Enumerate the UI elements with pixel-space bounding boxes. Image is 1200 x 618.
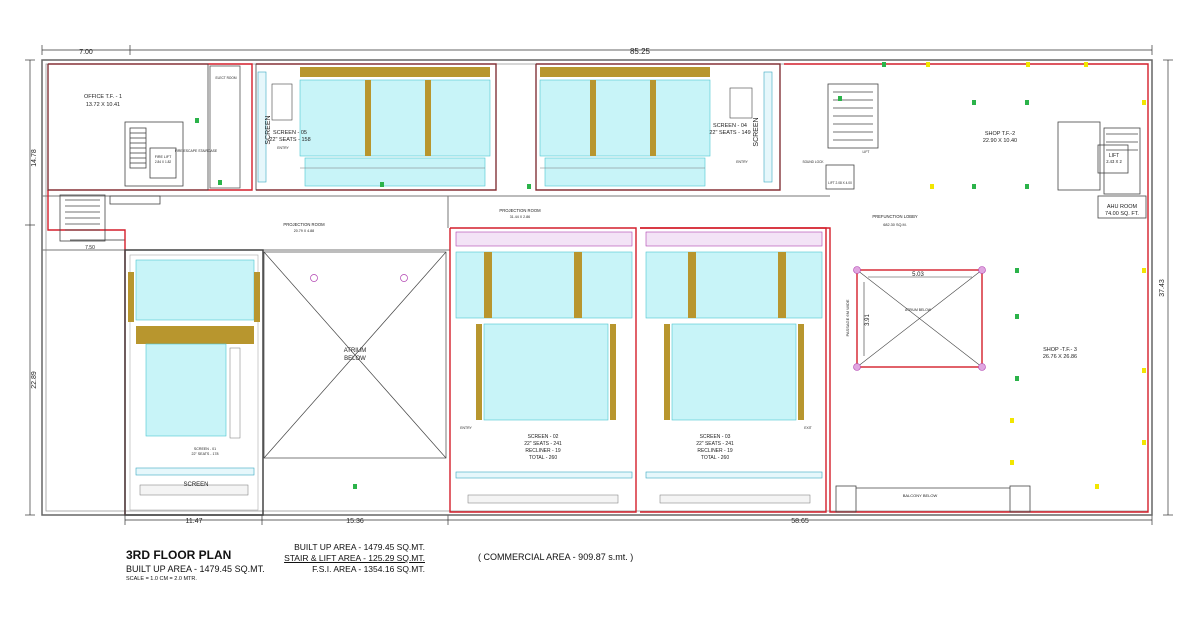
lift-size: 2.43 X 2 — [1106, 159, 1122, 164]
screen05-name: SCREEN - 05 — [273, 130, 307, 136]
screen02-recliner: RECLINER - 19 — [525, 448, 561, 454]
screen05-screen-label: SCREEN — [265, 115, 272, 144]
screen03-exit: EXIT — [804, 426, 812, 430]
dim-side-small: 7.50 — [85, 245, 95, 251]
screen05-top-rows — [300, 67, 490, 77]
screen05-seating — [299, 79, 491, 157]
dim-bottom-c: 58.65 — [791, 518, 809, 525]
office-name: OFFICE T.F. - 1 — [84, 94, 122, 100]
dim-top-total: 85.25 — [630, 47, 651, 56]
screen01-hall-wall — [124, 249, 264, 516]
screen05-seats: 22" SEATS - 158 — [269, 137, 310, 143]
prefunction-name: PREFUNCTION LOBBY — [872, 214, 918, 219]
shop2-name: SHOP T.F.-2 — [985, 131, 1015, 137]
small-lift-label: LIFT — [863, 150, 870, 154]
dim-bottom-b: 15.36 — [346, 518, 364, 525]
elect-room-label: ELECT ROOM — [215, 76, 236, 80]
screen04-name: SCREEN - 04 — [713, 123, 747, 129]
shop2-size: 22.90 X 10.40 — [983, 138, 1017, 144]
atrium-label-2: BELOW — [344, 356, 366, 362]
screen04-screen-label: SCREEN — [753, 117, 760, 146]
office-size: 13.72 X 10.41 — [86, 102, 120, 108]
ahu-name: AHU ROOM — [1107, 204, 1138, 210]
screen02-seats: 22" SEATS - 241 — [524, 441, 562, 447]
balcony-label: BALCONY BELOW — [903, 493, 938, 498]
dimension-lines — [25, 45, 1173, 525]
projection-room-b-size: 31.44 X 2.86 — [510, 215, 530, 219]
office-tf1 — [47, 63, 241, 242]
screen05-hall — [255, 63, 497, 191]
screen03-recliner: RECLINER - 19 — [697, 448, 733, 454]
screen04-entry: ENTRY — [736, 160, 748, 164]
atrium-height: 3.91 — [865, 314, 871, 326]
shop3-size: 26.76 X 26.86 — [1043, 354, 1077, 360]
screen02-rear-seating — [483, 323, 609, 421]
ahu-area: 74.00 SQ. FT. — [1105, 211, 1139, 217]
screen03-front-seating — [645, 251, 823, 319]
screen04-seating — [539, 79, 711, 157]
screen01-hall — [128, 259, 260, 496]
screen02-entry: ENTRY — [460, 426, 472, 430]
screen03-rear-seating — [671, 323, 797, 421]
built-up-area: BUILT UP AREA - 1479.45 SQ.MT. — [294, 542, 425, 552]
screen01-screen-label: SCREEN — [183, 482, 208, 488]
passage-label: PASSAGE 6M WIDE — [845, 299, 850, 336]
fire-escape-label: FIRE ESCAPE STAIRCASE — [175, 149, 218, 153]
fire-lift-size: 2.84 X 1.82 — [155, 160, 172, 164]
screen03-seats: 22" SEATS - 241 — [696, 441, 734, 447]
screen03-name: SCREEN - 03 — [700, 434, 731, 440]
screen02-hall — [455, 231, 633, 504]
commercial-area: ( COMMERCIAL AREA - 909.87 s.mt. ) — [478, 552, 634, 562]
dim-top-left: 7.00 — [79, 49, 93, 56]
dim-bottom-a: 11.47 — [186, 518, 203, 525]
screen03-hall — [645, 231, 823, 504]
screen04-seats: 22" SEATS - 149 — [709, 130, 750, 136]
screen03-total: TOTAL - 260 — [701, 455, 729, 461]
screen05-entry: ENTRY — [277, 146, 289, 150]
dim-left-top: 14.78 — [31, 149, 38, 167]
projection-room-a-size: 20.79 X 4.88 — [294, 229, 314, 233]
atrium-below — [263, 251, 447, 459]
shop3-name: SHOP -T.F.- 3 — [1043, 347, 1077, 353]
atrium-width: 5.03 — [912, 272, 924, 278]
column-markers — [195, 62, 1146, 489]
right-wing — [825, 83, 1147, 513]
screen01-front-seating — [135, 259, 255, 321]
screen02-front-seating — [455, 251, 633, 319]
screen01-name: SCREEN - 01 — [194, 447, 216, 451]
screen04-hall — [535, 63, 781, 191]
screen02-name: SCREEN - 02 — [528, 434, 559, 440]
scale-note: SCALE = 1.0 CM = 2.0 MTR. — [126, 576, 197, 582]
screen01-rear-seating — [145, 343, 227, 437]
dim-left-bottom: 22.89 — [31, 371, 38, 389]
fire-lift-label: FIRE LIFT — [155, 155, 172, 159]
tier-lift-label: LIFT 2.08 X 4.00 — [828, 181, 852, 185]
inner-atrium-label: ATRIUM BELOW — [905, 308, 932, 312]
lift-name: LIFT — [1109, 153, 1119, 159]
fsi-area: F.S.I. AREA - 1354.16 SQ.MT. — [312, 564, 425, 574]
plan-title: 3RD FLOOR PLAN — [126, 548, 232, 562]
built-up-area-left: BUILT UP AREA - 1479.45 SQ.MT. — [126, 564, 265, 574]
inner-atrium — [853, 266, 986, 371]
screen04-top-rows — [540, 67, 710, 77]
dim-right-side: 37.43 — [1159, 279, 1166, 297]
atrium-label-1: ATRIUM — [344, 348, 367, 354]
stair-lift-area: STAIR & LIFT AREA - 125.29 SQ.MT. — [284, 553, 425, 563]
projection-room-b: PROJECTION ROOM — [499, 208, 541, 213]
prefunction-size: 682.30 SQ.M. — [883, 223, 906, 227]
sound-lock-label: SOUND LOCK — [802, 160, 824, 164]
screen02-total: TOTAL - 260 — [529, 455, 557, 461]
screen01-seats: 22" SEATS - 178 — [192, 452, 219, 456]
projection-room-a: PROJECTION ROOM — [283, 222, 325, 227]
